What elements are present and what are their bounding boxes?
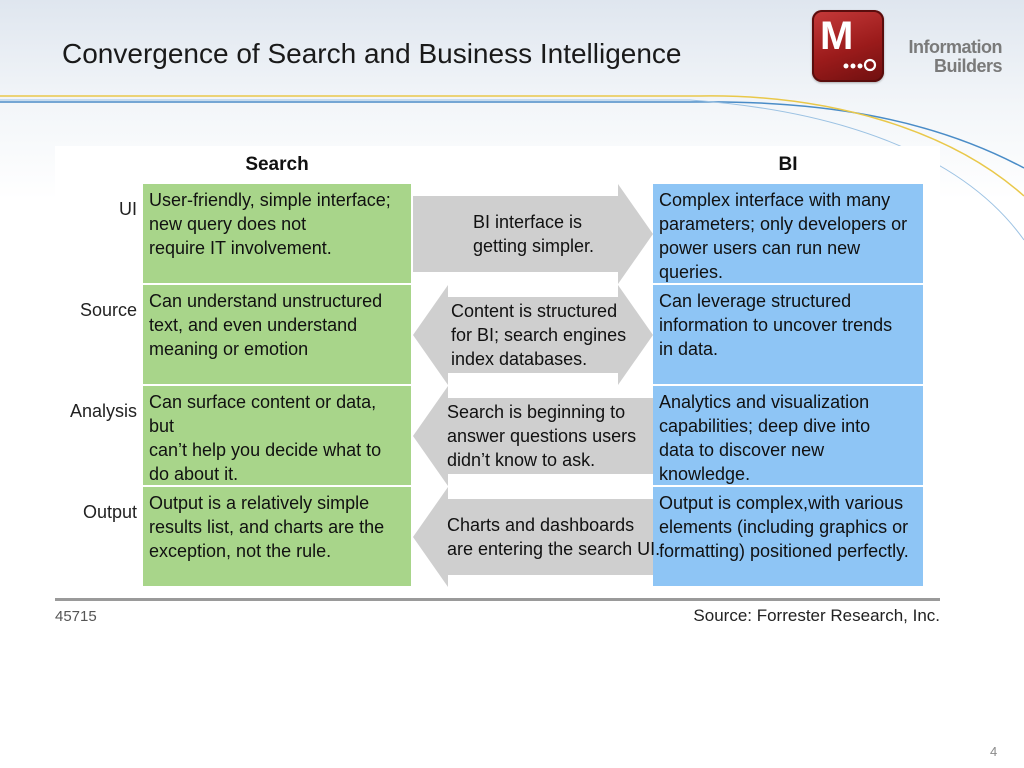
arrow-text-line: answer questions users xyxy=(447,425,637,446)
bi-cell-line: Can leverage structured xyxy=(659,291,852,311)
search-cell: Can understand unstructured text, and eve… xyxy=(143,285,411,384)
search-cell-line: Output is a relatively simple xyxy=(149,493,370,513)
search-cell-line: require IT involvement. xyxy=(149,238,332,258)
search-cell-line: do about it. xyxy=(149,464,239,484)
bi-cell: Can leverage structured information to un… xyxy=(653,285,923,384)
row-label: Source xyxy=(79,300,137,320)
arrow-text-line: BI interface is xyxy=(473,211,583,232)
arrow-text-line: Search is beginning to xyxy=(447,401,626,422)
logo-letter: M xyxy=(820,14,854,58)
logo-wordmark: Information Builders xyxy=(892,37,1003,76)
arrow-text-line: Content is structured xyxy=(451,300,618,321)
row-label: Output xyxy=(82,502,137,522)
search-cell: Can surface content or data, but can’t he… xyxy=(143,386,411,485)
bi-cell-line: parameters; only developers or xyxy=(659,214,908,234)
search-cell: User-friendly, simple interface; new quer… xyxy=(143,184,411,283)
bi-cell: Complex interface with many parameters; o… xyxy=(653,184,923,283)
arrow-text-line: Charts and dashboards xyxy=(447,514,635,535)
bi-cell-line: Analytics and visualization xyxy=(659,392,870,412)
search-cell-line: results list, and charts are the xyxy=(149,517,385,537)
bi-cell-line: formatting) positioned perfectly. xyxy=(659,541,909,561)
comparison-figure: Search BI UI User-friendly, simple interf… xyxy=(55,146,940,632)
logo-line-1: Information xyxy=(908,37,1003,57)
arrow-text-line: getting simpler. xyxy=(473,235,595,256)
column-header-search: Search xyxy=(245,154,309,175)
figure-bottom-rule xyxy=(55,598,940,601)
search-cell-line: meaning or emotion xyxy=(149,339,309,359)
page-number: 4 xyxy=(990,744,998,759)
bi-cell: Output is complex,with various elements (… xyxy=(653,487,923,586)
arrow-text-line: are entering the search UI. xyxy=(447,538,661,559)
search-cell-line: can’t help you decide what to xyxy=(149,440,382,460)
arrow-left-icon xyxy=(413,487,653,587)
bi-cell-line: capabilities; deep dive into xyxy=(659,416,871,436)
bi-cell-line: information to uncover trends xyxy=(659,315,893,335)
search-cell-line: new query does not xyxy=(149,214,307,234)
bi-cell-line: Output is complex,with various xyxy=(659,493,904,513)
bi-cell: Analytics and visualization capabilities;… xyxy=(653,386,923,485)
arrow-text: Charts and dashboards are entering the se… xyxy=(447,513,660,561)
arrow-left-icon xyxy=(413,386,653,486)
arrow-right-icon xyxy=(413,184,653,284)
arrow-text: Content is structured for BI; search engi… xyxy=(451,299,626,371)
figure-source: Source: Forrester Research, Inc. xyxy=(693,606,940,625)
arrow-text-line: didn’t know to ask. xyxy=(447,449,596,470)
figure-id: 45715 xyxy=(55,608,97,625)
search-cell-line: Can understand unstructured xyxy=(149,291,383,311)
arrow-text-line: for BI; search engines xyxy=(451,324,627,345)
search-cell: Output is a relatively simple results lis… xyxy=(143,487,411,586)
search-cell-line: exception, not the rule. xyxy=(149,541,332,561)
bi-cell-line: power users can run new queries. xyxy=(659,238,861,282)
logo-dots-icon xyxy=(843,58,877,72)
search-cell-line: text, and even understand xyxy=(149,315,358,335)
arrow-both-icon xyxy=(413,285,653,385)
column-header-bi: BI xyxy=(778,154,798,175)
arrow-text: Search is beginning to answer questions u… xyxy=(447,400,636,472)
bi-cell-line: Complex interface with many xyxy=(659,190,891,210)
logo-line-2: Builders xyxy=(933,56,1003,76)
slide-title: Convergence of Search and Business Intel… xyxy=(62,38,682,69)
logo-mark: M xyxy=(812,10,884,82)
arrow-text: BI interface is getting simpler. xyxy=(473,210,594,258)
search-cell-line: Can surface content or data, but xyxy=(149,392,377,436)
search-cell-line: User-friendly, simple interface; xyxy=(149,190,391,210)
header-swoosh xyxy=(0,95,1024,241)
bi-cell-line: in data. xyxy=(659,339,719,359)
bi-cell-line: data to discover new knowledge. xyxy=(659,440,825,484)
arrow-text-line: index databases. xyxy=(451,348,588,369)
row-label: UI xyxy=(119,199,137,219)
bi-cell-line: elements (including graphics or xyxy=(659,517,909,537)
row-label: Analysis xyxy=(69,401,137,421)
